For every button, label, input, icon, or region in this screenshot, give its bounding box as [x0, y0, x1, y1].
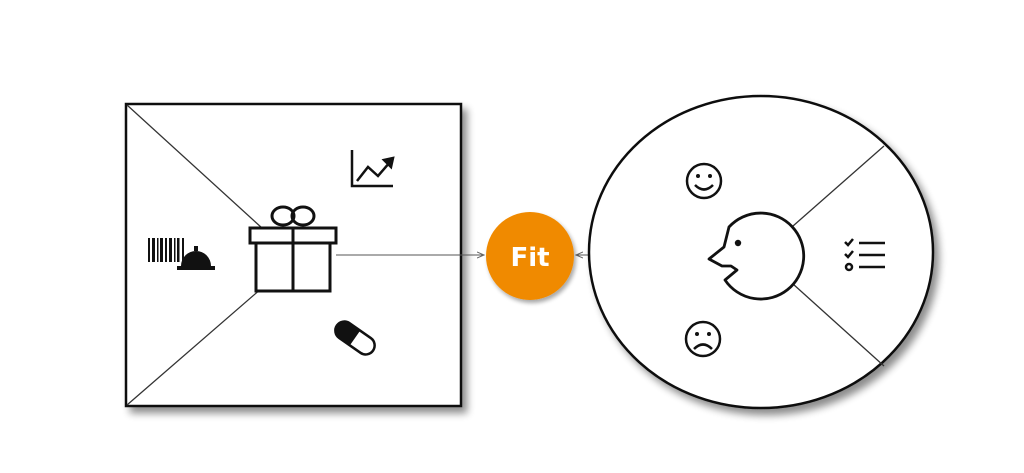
pill-icon	[334, 320, 376, 356]
customer-profile-divider-bottom	[792, 283, 885, 367]
fit-label: Fit	[510, 243, 549, 273]
smiley-sad-icon	[684, 320, 722, 358]
gift-icon	[248, 205, 338, 293]
checklist-icon	[844, 238, 885, 272]
value-map-divider-bottom	[126, 287, 263, 406]
value-map-divider-top	[126, 104, 263, 229]
smiley-happy-icon	[685, 162, 723, 200]
customer-profile-divider-top	[792, 145, 885, 227]
barcode-service-bell-icon	[148, 238, 215, 270]
fit-node: Fit	[486, 212, 574, 300]
fit-circle	[486, 212, 574, 300]
chart-trend-up-icon	[350, 150, 395, 188]
customer-profile	[587, 94, 935, 410]
customer-face-icon	[707, 211, 806, 301]
